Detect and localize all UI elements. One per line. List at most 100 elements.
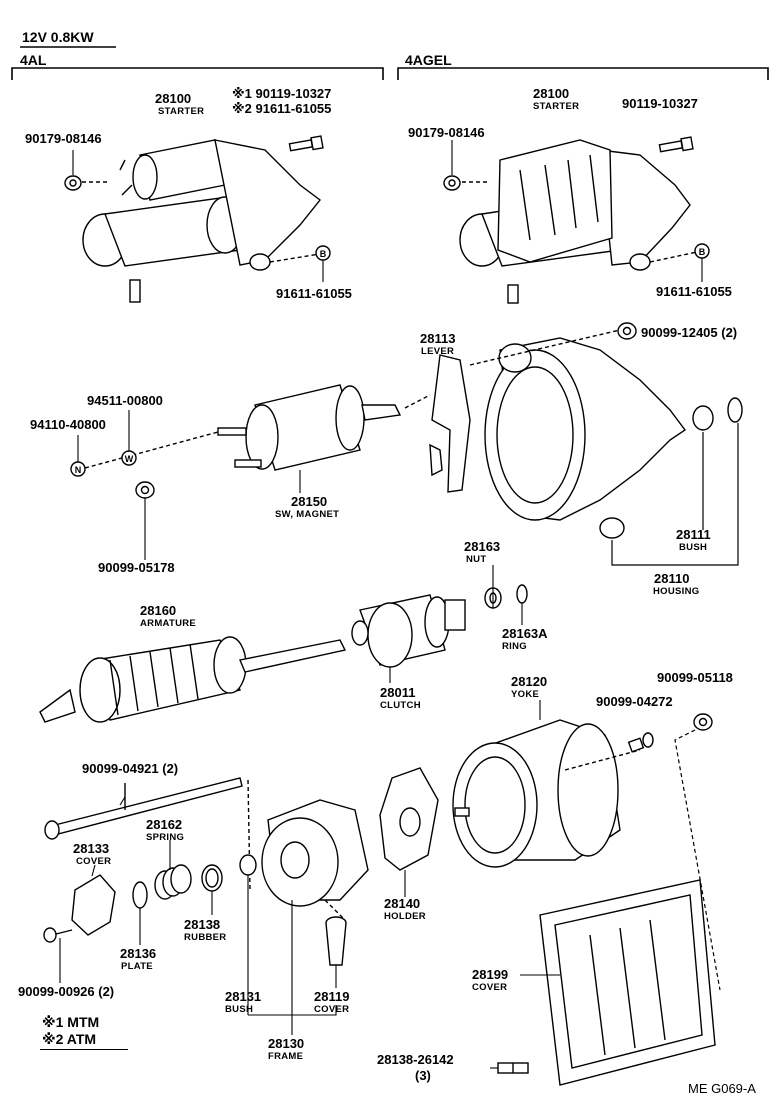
bolt-left-part-no: 91611-61055 xyxy=(276,286,352,301)
yoke-to-cover-line xyxy=(674,729,721,991)
bush-part-no: 28111 xyxy=(676,527,711,542)
bush-frame-part-no: 28131 xyxy=(225,989,262,1004)
screw-yoke-part-no: 90099-04272 xyxy=(596,694,673,709)
cover-cap-part-no: 28119 xyxy=(314,989,350,1004)
note-2: ※2 91611-61055 xyxy=(232,101,332,116)
bush-frame-icon xyxy=(239,854,257,876)
header-spec: 12V 0.8KW xyxy=(22,29,94,45)
legend-2: ※2 ATM xyxy=(42,1031,97,1047)
bush-part-name: BUSH xyxy=(679,542,708,553)
bush-icon xyxy=(692,397,743,431)
rubber-part-name: RUBBER xyxy=(184,932,227,943)
magnet-switch-drawing xyxy=(84,384,431,471)
starter-left-drawing xyxy=(75,139,321,303)
cover-cap-icon xyxy=(325,916,347,966)
plate-part-name: PLATE xyxy=(121,961,153,972)
starter-right-part-name: STARTER xyxy=(533,101,580,112)
holder-part-no: 28140 xyxy=(384,896,421,911)
lever-drawing xyxy=(429,354,471,493)
nut-right-part-no: 90179-08146 xyxy=(408,125,485,140)
screw-cover-part-no: 90099-00926 (2) xyxy=(18,984,115,999)
clutch-part-no: 28011 xyxy=(380,685,416,700)
yoke-drawing xyxy=(452,719,641,868)
frame-part-name: FRAME xyxy=(268,1051,304,1062)
spring-part-no: 28162 xyxy=(146,817,183,832)
nut-right-icon xyxy=(443,175,461,191)
housing-part-no: 28110 xyxy=(654,571,690,586)
frame-part-no: 28130 xyxy=(268,1036,305,1051)
cover-big-drawing xyxy=(539,879,716,1086)
legend-underline xyxy=(40,1049,128,1050)
armature-drawing xyxy=(39,636,347,723)
bolt-right-icon xyxy=(658,136,694,153)
cover-big-part-no: 28199 xyxy=(472,967,509,982)
nut-housing-part-no: 90099-12405 (2) xyxy=(641,325,738,340)
starter-right-part-no: 28100 xyxy=(533,86,570,101)
through-bolt-part-no: 90099-04921 (2) xyxy=(82,761,179,776)
armature-part-no: 28160 xyxy=(140,603,177,618)
housing-leader xyxy=(611,423,739,566)
cover-small-part-no: 28133 xyxy=(73,841,110,856)
nut-part-name: NUT xyxy=(466,554,487,565)
clip-icon xyxy=(497,1062,529,1074)
ring-part-name: RING xyxy=(502,641,527,652)
holder-part-name: HOLDER xyxy=(384,911,426,922)
cover-big-part-name: COVER xyxy=(472,982,508,993)
yoke-part-no: 28120 xyxy=(511,674,548,689)
clip-qty: (3) xyxy=(415,1068,431,1083)
callout-b2-letter: B xyxy=(699,247,706,257)
bolt-right-part-no: 91611-61055 xyxy=(656,284,732,299)
plate-icon xyxy=(132,881,148,909)
ring-icon xyxy=(516,584,528,604)
legend-1: ※1 MTM xyxy=(42,1014,100,1030)
clutch-drawing xyxy=(351,594,466,668)
armature-part-name: ARMATURE xyxy=(140,618,197,629)
nut-yoke-part-no: 90099-05118 xyxy=(657,670,733,685)
callout-n-letter: N xyxy=(75,465,82,475)
screw-yoke-icon xyxy=(627,732,654,753)
group-label-left: 4AL xyxy=(20,52,47,68)
rubber-part-no: 28138 xyxy=(184,917,221,932)
callout-b1-letter: B xyxy=(320,249,327,259)
spring-part-name: SPRING xyxy=(146,832,185,843)
screw-cover-icon xyxy=(43,927,73,943)
note-1: ※1 90119-10327 xyxy=(232,86,332,101)
plate-part-no: 28136 xyxy=(120,946,157,961)
cover-cap-part-name: COVER xyxy=(314,1004,350,1015)
clip-part-no: 28138-26142 xyxy=(377,1052,454,1067)
group-label-right: 4AGEL xyxy=(405,52,452,68)
lever-part-no: 28113 xyxy=(420,331,456,346)
nut-left-icon xyxy=(64,175,82,191)
nut-sw-part-no: 94110-40800 xyxy=(30,417,106,432)
nut-yoke-icon xyxy=(693,713,713,731)
sw-part-no: 28150 xyxy=(291,494,328,509)
bush-frame-part-name: BUSH xyxy=(225,1004,254,1015)
nut-sw2-icon xyxy=(135,481,155,499)
starter-right-drawing xyxy=(455,139,698,304)
frame-drawing xyxy=(261,799,369,921)
nut-housing-icon xyxy=(617,322,637,340)
yoke-part-name: YOKE xyxy=(511,689,540,700)
washer-part-no: 94511-00800 xyxy=(87,393,163,408)
cover-small-part-name: COVER xyxy=(76,856,112,867)
spring-icon xyxy=(154,864,192,900)
starter-left-part-no: 28100 xyxy=(155,91,192,106)
rubber-icon xyxy=(201,864,223,892)
starter-left-part-name: STARTER xyxy=(158,106,205,117)
clutch-part-name: CLUTCH xyxy=(380,700,421,711)
bolt-right-top-part-no: 90119-10327 xyxy=(622,96,698,111)
holder-drawing xyxy=(379,767,439,871)
header-brackets xyxy=(11,46,769,80)
bolt-left-icon xyxy=(288,135,324,152)
ring-part-no: 28163A xyxy=(502,626,548,641)
sw-part-name: SW, MAGNET xyxy=(275,509,340,520)
figure-code: ME G069-A xyxy=(688,1081,756,1096)
nut-sw2-part-no: 90099-05178 xyxy=(98,560,175,575)
nut-part-no: 28163 xyxy=(464,539,501,554)
housing-part-name: HOUSING xyxy=(653,586,700,597)
housing-drawing xyxy=(469,329,687,539)
callout-w-letter: W xyxy=(125,454,134,464)
lever-part-name: LEVER xyxy=(421,346,455,357)
cover-small-icon xyxy=(71,874,116,936)
